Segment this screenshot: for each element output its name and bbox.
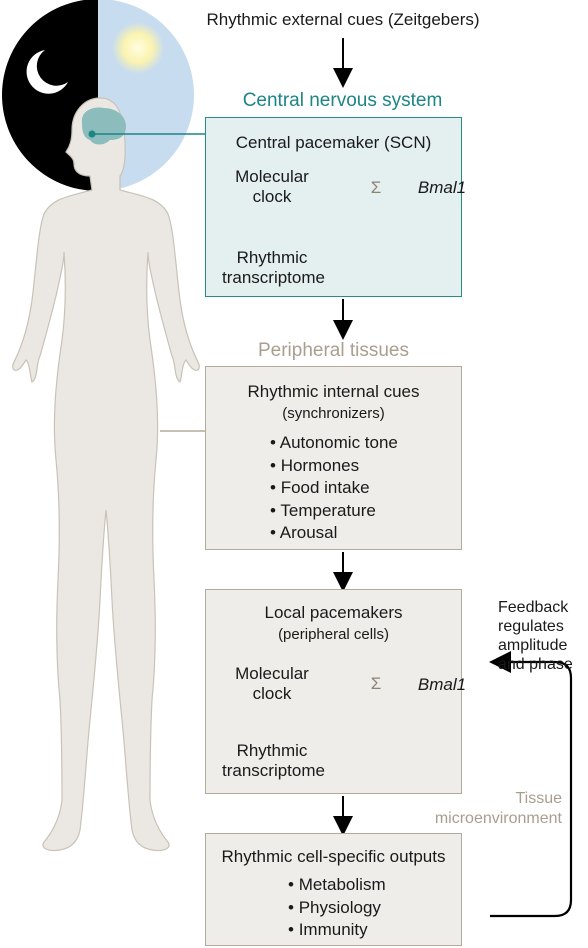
sun-icon — [112, 22, 164, 74]
feedback-loop — [489, 651, 573, 918]
cue-item: Autonomic tone — [270, 432, 398, 455]
cues-list: Autonomic tone Hormones Food intake Temp… — [270, 432, 398, 545]
local-clock-label-2: clock — [252, 684, 292, 703]
local-transcriptome-label-1: Rhythmic — [236, 741, 308, 760]
local-title: Local pacemakers — [264, 603, 403, 622]
cns-clock-label-2: clock — [252, 187, 292, 206]
tissue-label-2: microenvironment — [434, 810, 562, 827]
local-pacemakers-box — [205, 589, 462, 794]
local-subtitle: (peripheral cells) — [278, 626, 389, 643]
outputs-title: Rhythmic cell-specific outputs — [221, 847, 446, 866]
feedback-line: regulates — [498, 618, 564, 635]
cues-subtitle: (synchronizers) — [282, 405, 385, 422]
local-clock-label-1: Molecular — [235, 664, 309, 683]
feedback-label: Feedback regulates amplitude and phase — [498, 598, 573, 674]
cns-gene-label: Bmal1 — [417, 178, 467, 197]
zeitgebers-label: Rhythmic external cues (Zeitgebers) — [206, 10, 480, 29]
cue-item: Arousal — [270, 522, 398, 545]
output-item: Metabolism — [288, 874, 386, 897]
local-transcriptome-label-2: transcriptome — [222, 761, 325, 780]
cns-transcriptome-label-2: transcriptome — [222, 268, 325, 287]
feedback-line: and phase — [498, 656, 573, 673]
cue-item: Temperature — [270, 500, 398, 523]
moon-icon — [26, 50, 68, 94]
cues-title: Rhythmic internal cues — [247, 382, 420, 401]
cns-box — [205, 117, 462, 297]
peripheral-title: Peripheral tissues — [257, 340, 410, 361]
cns-title: Central nervous system — [242, 90, 443, 111]
cns-clock-label-1: Molecular — [235, 167, 309, 186]
local-clock-symbol: Σ — [370, 674, 382, 693]
cns-clock-symbol: Σ — [370, 178, 382, 197]
cue-item: Hormones — [270, 455, 398, 478]
scn-title: Central pacemaker (SCN) — [235, 133, 432, 152]
cns-transcriptome-label-1: Rhythmic — [236, 248, 308, 267]
tissue-label-1: Tissue — [515, 790, 562, 807]
feedback-line: Feedback — [498, 599, 569, 616]
scn-dot — [88, 130, 96, 138]
human-body — [12, 97, 200, 852]
local-gene-label: Bmal1 — [417, 675, 467, 694]
outputs-list: Metabolism Physiology Immunity — [288, 874, 386, 942]
output-item: Immunity — [288, 919, 386, 942]
cue-item: Food intake — [270, 477, 398, 500]
output-item: Physiology — [288, 897, 386, 920]
feedback-line: amplitude — [498, 637, 568, 654]
